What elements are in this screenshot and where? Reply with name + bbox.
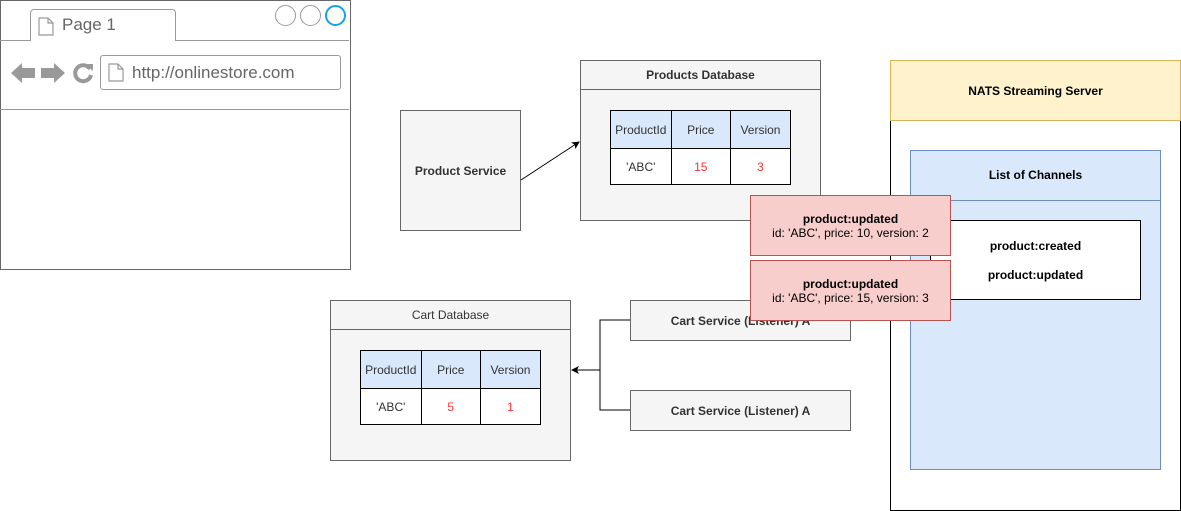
event-product-updated: product:updated id: 'ABC', price: 10, ve… xyxy=(750,195,951,256)
channel-item-product-updated: product:updated xyxy=(987,268,1084,282)
arrow-service-to-products-db xyxy=(520,141,580,181)
browser-tab[interactable]: Page 1 xyxy=(30,9,176,41)
table-row: 'ABC' 15 3 xyxy=(610,148,792,185)
nats-server-title: NATS Streaming Server xyxy=(968,83,1103,98)
column-header: Version xyxy=(479,350,542,389)
listener-label: Cart Service (Listener) A xyxy=(670,403,811,418)
table-cell: 5 xyxy=(420,388,481,425)
column-header: ProductId xyxy=(610,110,672,149)
table-row: 'ABC' 5 1 xyxy=(360,388,542,425)
tab-divider xyxy=(175,40,349,41)
event-title: product:updated xyxy=(802,211,899,226)
table-cell: 1 xyxy=(479,388,542,425)
tab-divider xyxy=(0,40,31,41)
browser-window xyxy=(0,0,351,270)
window-button-circle[interactable] xyxy=(275,5,296,26)
line-listener-2-to-cart-db xyxy=(599,370,630,411)
refresh-icon[interactable] xyxy=(72,62,94,84)
window-button-circle[interactable] xyxy=(300,5,321,26)
column-header: ProductId xyxy=(360,350,422,389)
channels-title: List of Channels xyxy=(988,168,1083,182)
forward-arrow-icon[interactable] xyxy=(40,62,66,84)
channels-header: List of Channels xyxy=(910,150,1161,201)
products-database-title: Products Database xyxy=(581,61,820,90)
tab-label: Page 1 xyxy=(62,15,116,34)
event-title: product:updated xyxy=(802,276,899,291)
cart-service-listener-box: Cart Service (Listener) A xyxy=(630,390,851,431)
page-icon xyxy=(38,17,54,36)
line-listener-1-to-cart-db xyxy=(599,319,630,370)
cart-table: ProductId Price Version 'ABC' 5 1 xyxy=(360,350,542,425)
channels-box xyxy=(910,150,1161,470)
column-header: Price xyxy=(670,110,731,149)
page-icon xyxy=(108,63,124,82)
table-cell: 'ABC' xyxy=(610,148,672,185)
toolbar-divider xyxy=(0,109,349,110)
column-header: Version xyxy=(729,110,792,149)
window-button-circle[interactable] xyxy=(325,5,346,26)
table-cell: 3 xyxy=(729,148,792,185)
channel-item-product-created: product:created xyxy=(989,239,1082,253)
event-body: id: 'ABC', price: 15, version: 3 xyxy=(772,290,929,305)
products-table: ProductId Price Version 'ABC' 15 3 xyxy=(610,110,792,185)
nats-server-header: NATS Streaming Server xyxy=(890,60,1181,121)
url-bar[interactable]: http://onlinestore.com xyxy=(100,55,341,90)
cart-database-title: Cart Database xyxy=(331,301,570,330)
table-cell: 15 xyxy=(670,148,731,185)
product-service-label: Product Service xyxy=(414,163,507,178)
event-product-updated: product:updated id: 'ABC', price: 15, ve… xyxy=(750,260,951,321)
url-text: http://onlinestore.com xyxy=(132,63,295,82)
back-arrow-icon[interactable] xyxy=(10,62,36,84)
channel-list: product:created product:updated xyxy=(930,220,1141,300)
product-service-box: Product Service xyxy=(400,110,521,231)
event-body: id: 'ABC', price: 10, version: 2 xyxy=(772,225,929,240)
